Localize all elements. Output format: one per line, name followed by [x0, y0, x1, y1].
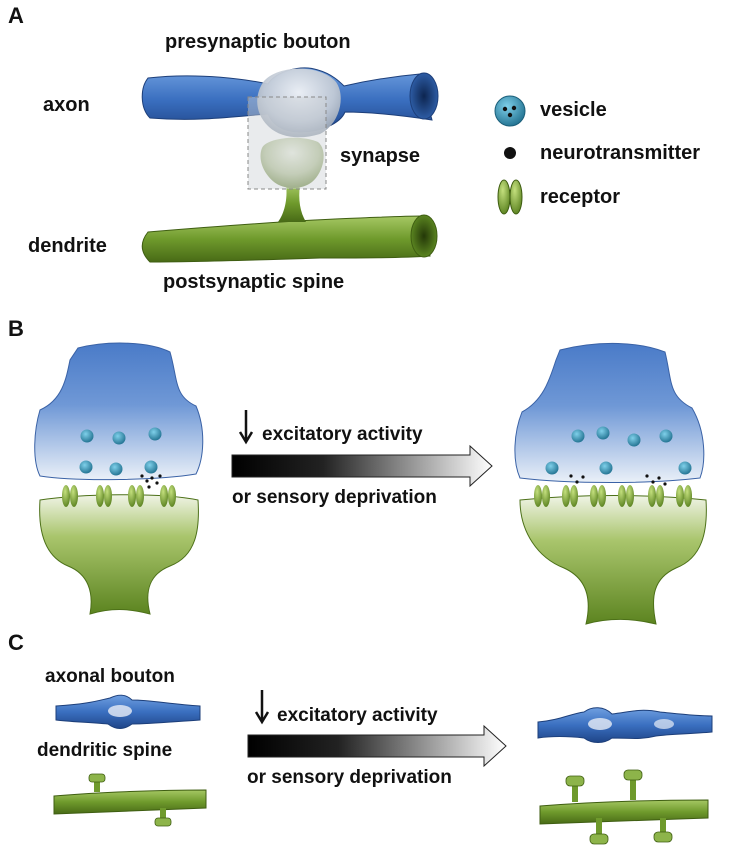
spine-neck-shape — [278, 184, 306, 222]
legend-vesicle-label: vesicle — [540, 99, 607, 121]
legend-vesicle-icon — [494, 95, 526, 127]
dendrite-branch-shape — [53, 789, 207, 815]
postsynaptic-spine-label: postsynaptic spine — [163, 271, 345, 293]
axon-label: axon — [43, 94, 90, 116]
panel-c-left-bouton — [55, 694, 201, 729]
dendrite-branch-enlarged-shape — [539, 799, 709, 825]
panel-b-arrow-text-line2: or sensory deprivation — [232, 487, 437, 508]
spine-shape — [94, 780, 100, 792]
arrow-body — [247, 724, 507, 768]
spine-head-shape — [653, 831, 673, 843]
dendritic-spine-label: dendritic spine — [37, 740, 173, 761]
spine-head-shape — [88, 773, 106, 783]
postsynaptic-terminal-shape — [39, 494, 199, 615]
vesicle-group — [545, 426, 692, 475]
presynaptic-terminal-enlarged-shape — [514, 342, 705, 483]
legend-neurotransmitter-label: neurotransmitter — [540, 142, 701, 164]
dendrite-shape — [141, 215, 431, 263]
dendrite-label: dendrite — [28, 235, 107, 257]
axonal-bouton-label: axonal bouton — [45, 666, 175, 687]
synapse-label: synapse — [340, 145, 421, 167]
presynaptic-bouton-label: presynaptic bouton — [165, 31, 351, 53]
postsynaptic-terminal-enlarged-shape — [519, 495, 707, 625]
legend-receptor-icon — [497, 179, 523, 215]
panel-c-left-dendrite — [53, 773, 207, 827]
dendrite-end-opening — [410, 214, 438, 258]
panel-c-arrow-text-line2: or sensory deprivation — [247, 767, 452, 788]
panel-c-arrow — [247, 690, 507, 768]
down-arrow-icon — [254, 690, 270, 725]
postsynaptic-spine-head-shape — [260, 137, 324, 188]
vesicle-group — [79, 427, 162, 476]
panel-a-illustration — [141, 67, 439, 263]
panel-b-left-synapse — [34, 342, 204, 615]
spine-shape — [596, 818, 602, 836]
axonal-bouton-enlarged-shape — [537, 707, 713, 743]
axon-end-opening — [409, 72, 439, 120]
panel-b-right-synapse — [514, 342, 707, 625]
panel-c-arrow-text-line1: excitatory activity — [277, 705, 438, 726]
spine-shape — [160, 808, 166, 820]
panel-b-arrow — [231, 410, 493, 488]
legend-receptor-label: receptor — [540, 186, 621, 208]
panel-c-right-dendrite — [539, 769, 709, 845]
presynaptic-terminal-shape — [34, 342, 204, 481]
neurotransmitter-group — [140, 474, 162, 489]
spine-head-shape — [589, 833, 609, 845]
neurotransmitter-group — [569, 474, 667, 486]
synapse-highlight-box — [247, 96, 327, 190]
spine-head-shape — [154, 817, 172, 827]
presynaptic-bouton-shape — [257, 68, 341, 138]
spine-shape — [630, 780, 636, 800]
panel-label-c: C — [8, 630, 24, 655]
receptor-group — [534, 485, 692, 507]
panel-b-arrow-text-line1: excitatory activity — [262, 424, 423, 445]
panel-label-b: B — [8, 316, 24, 341]
panel-c-right-bouton — [537, 707, 713, 743]
panel-label-a: A — [8, 3, 24, 28]
spine-head-shape — [565, 775, 585, 787]
down-arrow-icon — [238, 410, 254, 445]
spine-shape — [660, 818, 666, 834]
spine-shape — [572, 784, 578, 802]
receptor-group — [62, 485, 176, 507]
arrow-body — [231, 444, 493, 488]
legend-neurotransmitter-icon — [504, 147, 516, 159]
spine-head-shape — [623, 769, 643, 781]
